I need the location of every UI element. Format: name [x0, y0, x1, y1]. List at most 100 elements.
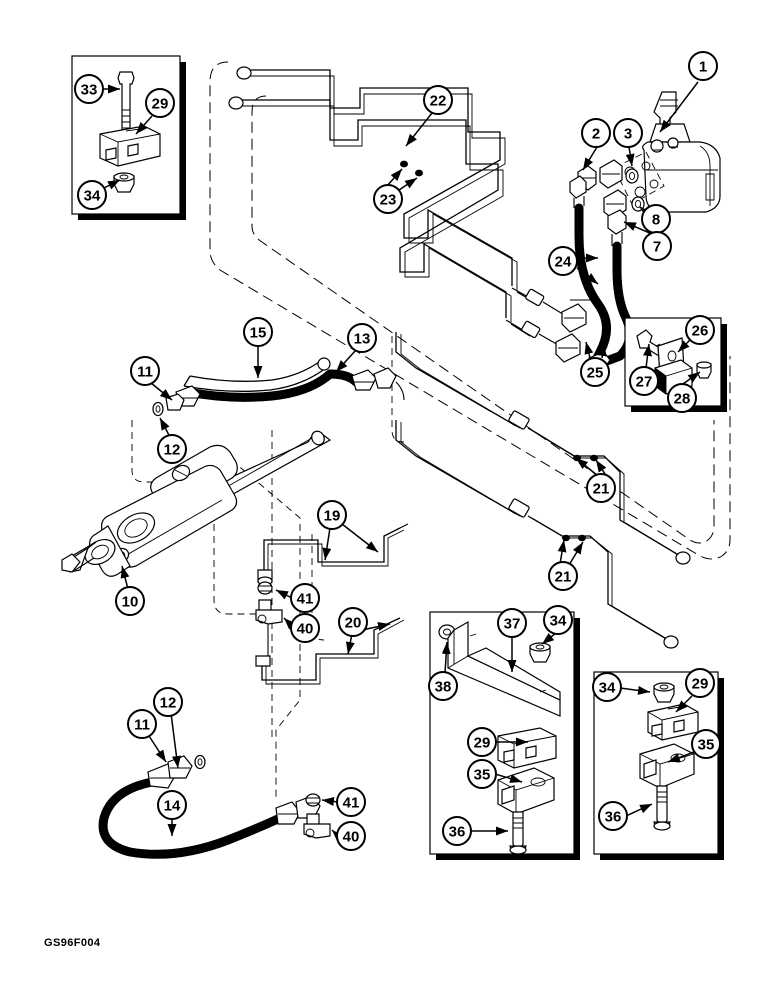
- callout-bubble: [467, 727, 497, 757]
- callout-bubble: [153, 687, 183, 717]
- tube-line-19: [257, 523, 409, 586]
- callout-3: 3: [613, 118, 643, 148]
- callout-bubble: [581, 118, 611, 148]
- callout-19: 19: [317, 500, 347, 530]
- steering-cylinder-10: [61, 430, 332, 577]
- callout-2: 2: [581, 118, 611, 148]
- callout-bubble: [290, 613, 320, 643]
- callout-bubble: [442, 816, 472, 846]
- callout-7: 7: [642, 231, 672, 261]
- tube-line-21-upper: [395, 332, 691, 565]
- callout-29c: 29: [685, 668, 715, 698]
- callout-bubble: [685, 315, 715, 345]
- callout-22: 22: [423, 85, 453, 115]
- callout-bubble: [290, 583, 320, 613]
- callout-bubble: [243, 317, 273, 347]
- callout-36b: 36: [598, 801, 628, 831]
- callout-bubble: [428, 671, 458, 701]
- callout-34a: 34: [77, 180, 107, 210]
- callout-14: 14: [157, 790, 187, 820]
- callout-bubble: [157, 790, 187, 820]
- tube-line-22: [236, 66, 567, 317]
- callout-bubble: [497, 608, 527, 638]
- callout-bubble: [423, 85, 453, 115]
- callout-24: 24: [548, 246, 578, 276]
- callout-bubble: [691, 729, 721, 759]
- callout-41b: 41: [336, 787, 366, 817]
- callout-bubble: [157, 434, 187, 464]
- tube-line-20: [255, 617, 405, 685]
- callout-41a: 41: [290, 583, 320, 613]
- tube-line-21-lower: [395, 420, 679, 649]
- callout-15: 15: [243, 317, 273, 347]
- valve-mount-plate: [613, 151, 665, 205]
- callout-bubble: [642, 231, 672, 261]
- callout-10: 10: [115, 586, 145, 616]
- callout-bubble: [629, 366, 659, 396]
- callout-bubble: [543, 605, 573, 635]
- callout-bubble: [74, 74, 104, 104]
- callout-bubble: [613, 118, 643, 148]
- callout-bubble: [347, 323, 377, 353]
- inset-clamp-kit-right-bottom: [593, 671, 724, 860]
- callout-bubble: [336, 787, 366, 817]
- callout-bubble: [580, 357, 610, 387]
- callout-bubble: [115, 586, 145, 616]
- steering-control-valve-1: [642, 91, 721, 213]
- callout-13: 13: [347, 323, 377, 353]
- callout-29a: 29: [145, 88, 175, 118]
- elbow-40-nut-41-upper: [255, 581, 283, 660]
- callout-35b: 35: [691, 729, 721, 759]
- callout-25: 25: [580, 357, 610, 387]
- callout-36a: 36: [442, 816, 472, 846]
- callout-bubble: [548, 246, 578, 276]
- callout-28: 28: [667, 383, 697, 413]
- callout-34b: 34: [543, 605, 573, 635]
- figure-code: GS96F004: [44, 937, 101, 949]
- callout-34c: 34: [592, 672, 622, 702]
- callout-bubble: [336, 821, 366, 851]
- callout-27: 27: [629, 366, 659, 396]
- callout-21b: 21: [548, 561, 578, 591]
- callout-bubble: [548, 561, 578, 591]
- tube-line-22b: [228, 96, 561, 347]
- callout-bubble: [77, 180, 107, 210]
- callout-bubble: [667, 383, 697, 413]
- callout-bubble: [130, 356, 160, 386]
- callout-29b: 29: [467, 727, 497, 757]
- callout-21a: 21: [586, 473, 616, 503]
- callout-37: 37: [497, 608, 527, 638]
- callout-bubble: [685, 668, 715, 698]
- callout-bubble: [145, 88, 175, 118]
- callout-bubble: [641, 204, 671, 234]
- callout-12b: 12: [153, 687, 183, 717]
- callout-8: 8: [641, 204, 671, 234]
- tube-end-fittings-23: [400, 160, 423, 177]
- callout-bubble: [586, 473, 616, 503]
- callout-20: 20: [338, 607, 368, 637]
- hose-13-and-guard-15: [152, 357, 405, 417]
- callout-33: 33: [74, 74, 104, 104]
- inset-bracket-clamp-kit-center: [429, 611, 580, 860]
- callout-bubble: [338, 607, 368, 637]
- callout-bubble: [688, 51, 718, 81]
- callout-35a: 35: [467, 759, 497, 789]
- tube-hose-couplings: [555, 303, 587, 363]
- callout-26: 26: [685, 315, 715, 345]
- callout-38: 38: [428, 671, 458, 701]
- callout-bubble: [127, 709, 157, 739]
- callout-bubble: [373, 184, 403, 214]
- callout-11b: 11: [127, 709, 157, 739]
- callout-bubble: [598, 801, 628, 831]
- callout-bubble: [592, 672, 622, 702]
- callout-11a: 11: [130, 356, 160, 386]
- callout-bubble: [317, 500, 347, 530]
- hose-14: [98, 754, 321, 859]
- callout-1: 1: [688, 51, 718, 81]
- callout-bubble: [467, 759, 497, 789]
- callout-12a: 12: [157, 434, 187, 464]
- elbow-40-nut-41-lower: [303, 793, 331, 839]
- callout-40b: 40: [336, 821, 366, 851]
